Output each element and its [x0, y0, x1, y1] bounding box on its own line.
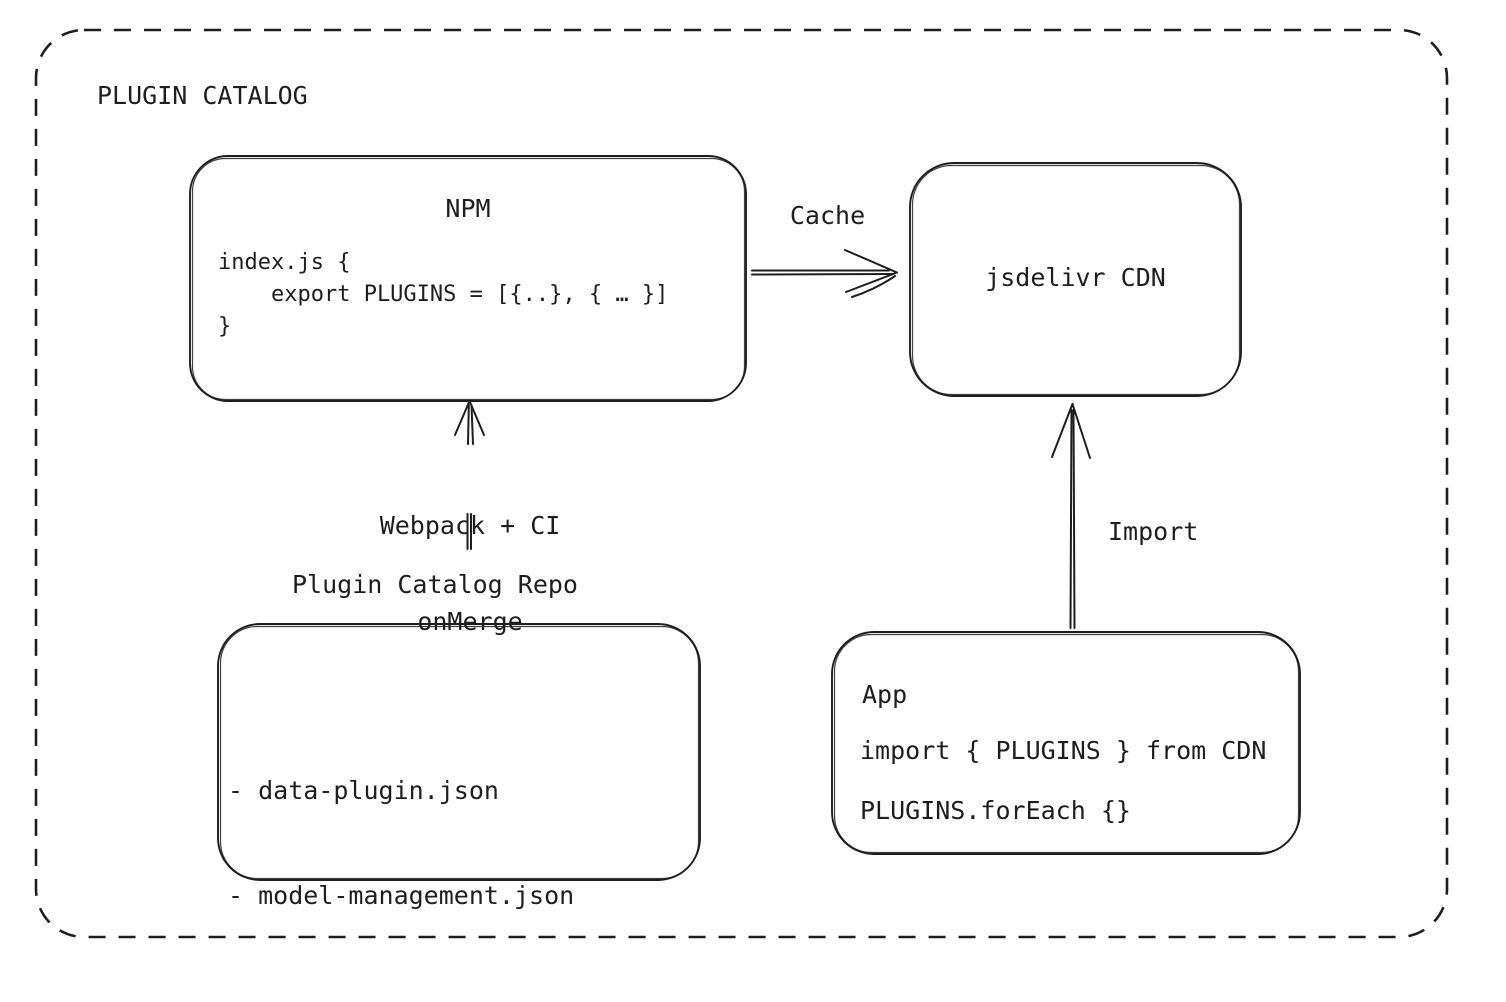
cdn-node-label: jsdelivr CDN — [985, 263, 1166, 292]
repo-node-box — [217, 623, 701, 881]
build-arrow-label-line1: Webpack + CI — [379, 511, 561, 540]
repo-node-files: - data-plugin.json - model-management.js… — [228, 703, 574, 1002]
repo-file-item: … — [228, 986, 244, 1002]
cache-arrow — [751, 249, 898, 298]
repo-file-item: - data-plugin.json — [228, 776, 499, 805]
app-import-line: import { PLUGINS } from CDN — [860, 736, 1267, 765]
repo-node-label: Plugin Catalog Repo — [292, 570, 578, 599]
npm-node-box — [189, 155, 747, 402]
app-node-box — [831, 631, 1301, 855]
app-node-title: App — [862, 680, 908, 709]
build-arrow — [454, 400, 485, 550]
repo-file-item: - model-management.json — [228, 881, 575, 910]
app-foreach-line: PLUGINS.forEach {} — [860, 796, 1131, 825]
build-arrow-label-line2: onMerge — [417, 607, 523, 636]
diagram-title: PLUGIN CATALOG — [97, 81, 308, 110]
npm-node-code: index.js { export PLUGINS = [{..}, { … }… — [218, 250, 669, 339]
build-arrow-label: Webpack + CI onMerge — [330, 446, 610, 702]
import-arrow — [1051, 403, 1091, 629]
import-arrow-label: Import — [1108, 517, 1199, 546]
cache-arrow-label: Cache — [789, 201, 866, 230]
cdn-node-box — [909, 162, 1242, 397]
npm-node-title: NPM — [445, 194, 491, 223]
